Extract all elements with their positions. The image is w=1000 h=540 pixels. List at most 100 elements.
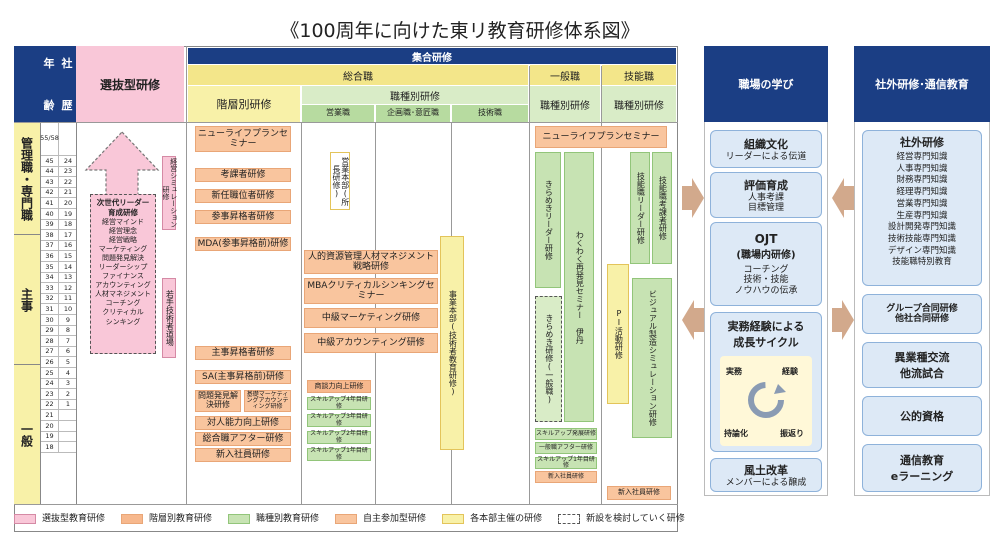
- shagai-item: 財務専門知識: [896, 175, 948, 186]
- years-cell: 2: [65, 389, 71, 398]
- age-cell: 39: [41, 219, 59, 230]
- legend-label: 階層別教育研修: [149, 513, 213, 524]
- cycle-keiken: 経験: [782, 367, 798, 376]
- ishu-box: 異業種交流他流試合: [862, 342, 982, 388]
- years-cell: 24: [63, 156, 73, 165]
- shokushu-header: 職種別研修: [302, 86, 528, 104]
- age-cell: 30: [41, 315, 59, 325]
- age-row: 26 5: [41, 357, 77, 368]
- leader-item: ファイナンス: [102, 272, 144, 281]
- pi-box: PI活動研修: [607, 264, 629, 404]
- kaiso-mda: MDA(参事昇格前)研修: [195, 237, 291, 251]
- kaiso-nlp: ニューライフプランセミナー: [195, 126, 291, 152]
- age-cell: 40: [41, 209, 59, 219]
- age-cell: 36: [41, 251, 59, 261]
- age-row: 20: [41, 421, 77, 432]
- fudo-box: 風土改革メンバーによる醸成: [710, 458, 822, 492]
- leader-item: 経営理念: [109, 226, 137, 235]
- years-cell: 12: [63, 283, 73, 292]
- legend-label: 自主参加型研修: [363, 513, 427, 524]
- kaiso-mondai: 問題発見解決研修: [195, 390, 241, 412]
- years-cell: 3: [65, 379, 71, 388]
- years-cell: 23: [63, 167, 73, 176]
- legend-label: 選抜型教育研修: [42, 513, 106, 524]
- age-cell: 27: [41, 346, 59, 357]
- keiei-sim-box: 経営シミュレーション研修: [162, 156, 178, 230]
- age-cell: 33: [41, 283, 59, 293]
- cycle-furikaeri: 振返り: [780, 429, 804, 438]
- legend-swatch: [335, 514, 358, 524]
- legend-label: 職種別教育研修: [256, 513, 320, 524]
- years-cell: 5: [65, 357, 71, 366]
- age-cell: 45: [41, 156, 59, 166]
- leader-item: クリティカル: [102, 308, 144, 317]
- age-cell: 23: [41, 389, 59, 399]
- years-cell: 9: [65, 315, 71, 324]
- koteki-box: 公的資格: [862, 396, 982, 436]
- years-cell: 1: [65, 400, 71, 409]
- age-row: 21: [41, 410, 77, 421]
- shodan-box: 商談力向上研修: [307, 380, 371, 393]
- age-row: 45 24: [41, 156, 77, 167]
- age-cell: 35: [41, 262, 59, 272]
- gino-shinnyu: 新入社員研修: [607, 486, 671, 500]
- age-cell: 43: [41, 177, 59, 187]
- shagai-item: 経営専門知識: [896, 152, 948, 162]
- shagai-item: 営業専門知識: [896, 198, 948, 209]
- cycle-jitsumu: 実務: [726, 367, 742, 376]
- next-leader-list: 次世代リーダー育成研修経営マインド経営理念経営戦略マーケティング問題発見解決リー…: [90, 198, 156, 348]
- years-cell: 8: [65, 326, 71, 335]
- leader-item: 問題発見解決: [102, 253, 144, 262]
- gino-kosa-box: 技能職考課者研修: [652, 152, 672, 264]
- cycle-title2: 成長サイクル: [733, 336, 799, 349]
- selection-header: 選抜型研修: [76, 46, 184, 122]
- cycle-title1: 実務経験による: [727, 320, 805, 333]
- years-cell: 15: [63, 251, 73, 260]
- years-cell: 13: [63, 273, 73, 282]
- kikaku-header: 企画職･意匠職: [376, 105, 450, 122]
- age-row: 23 2: [41, 389, 77, 400]
- leader-item: アカウンティング: [95, 281, 151, 290]
- leader-item: 次世代リーダー: [96, 198, 150, 207]
- age-cell: 26: [41, 357, 59, 367]
- arrow-right-icon: [682, 178, 704, 218]
- bunka-box: 組織文化リーダーによる伝道: [710, 130, 822, 168]
- legend-swatch: [442, 514, 465, 524]
- kaiso-kosa: 考課者研修: [195, 168, 291, 182]
- cycle-panel: [720, 356, 812, 446]
- wakate-box: 若手技術者道場: [162, 278, 176, 358]
- years-cell: 21: [63, 188, 73, 197]
- gino-leader-box: 技能職リーダー研修: [630, 152, 650, 264]
- years-cell: 17: [63, 230, 73, 239]
- years-cell: [59, 122, 77, 155]
- grade-shuji: 主事: [14, 234, 40, 364]
- shagai-item: 人事専門知識: [896, 163, 948, 174]
- s4-box: スキルアップ4年目研修: [307, 397, 371, 410]
- age-cell: 25: [41, 368, 59, 378]
- age-row: 29 8: [41, 325, 77, 337]
- years-cell: 14: [63, 262, 73, 271]
- age-cell: 29: [41, 325, 59, 336]
- hyoka-box: 評価育成人事考課目標管理: [710, 172, 822, 218]
- years-cell: [59, 421, 77, 431]
- ojt-box: OJT(職場内研修)コーチング技術・技能ノウハウの伝承: [710, 222, 822, 306]
- age-row: 19: [41, 431, 77, 443]
- kaiso-sogoafter: 総合職アフター研修: [195, 432, 291, 446]
- eigyo-honbu-box: 営業本部(所長研修): [330, 152, 350, 210]
- kaiso-sanyo: 参事昇格者研修: [195, 210, 291, 224]
- leader-item: 経営マインド: [102, 217, 144, 226]
- ippan-shinnyu: 新入社員研修: [535, 471, 597, 483]
- s1-box: スキルアップ1年目研修: [307, 448, 371, 461]
- age-cell: 19: [41, 431, 59, 442]
